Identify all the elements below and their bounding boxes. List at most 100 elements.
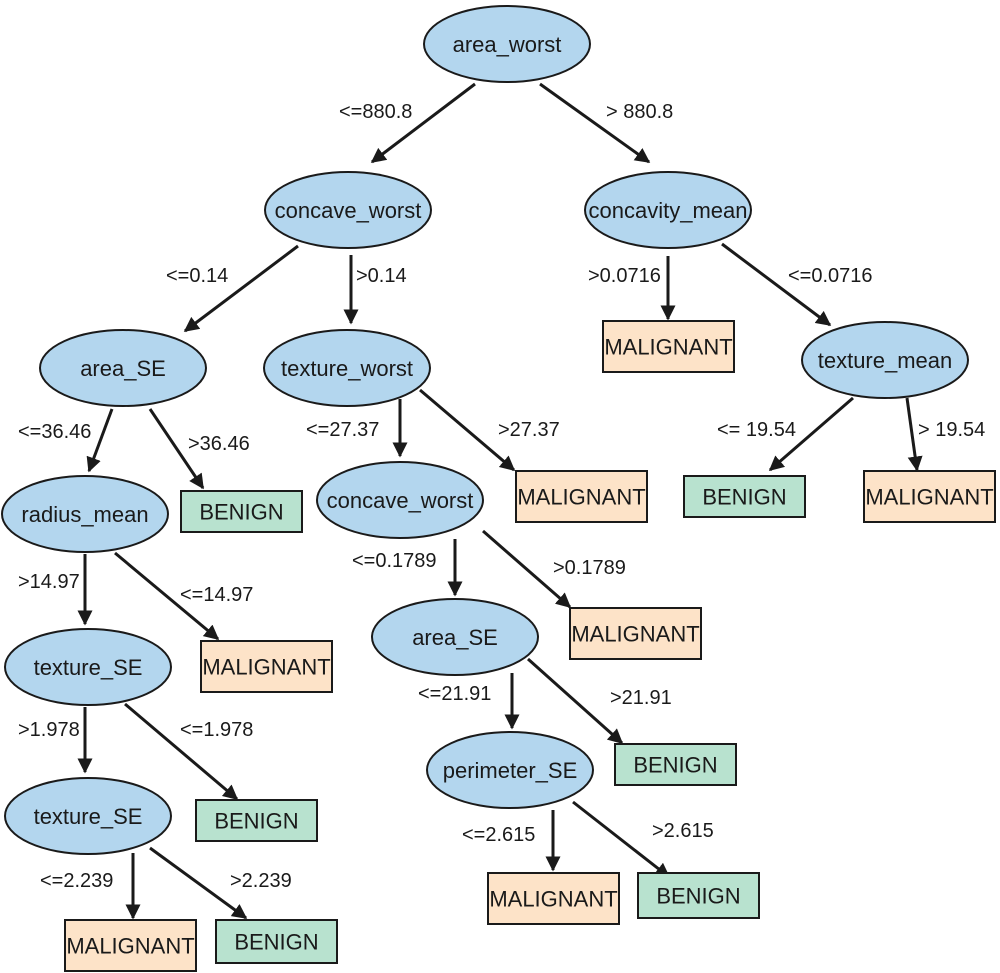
edge-label: >27.37 (498, 419, 560, 441)
decision-node: texture_worst (263, 329, 431, 407)
edges-layer: <=880.8 > 880.8 <=0.14 >0.14 >0.0716 <=0.0716… (18, 82, 985, 920)
decision-node-shape (4, 628, 172, 706)
leaf-box (683, 475, 806, 518)
decision-node: texture_SE (4, 777, 172, 855)
leaf-label: MALIGNANT (517, 485, 645, 510)
leaf-box (200, 640, 333, 693)
edge-arrow (114, 551, 220, 641)
leaf-box (215, 919, 338, 964)
malignant-leaf: MALIGNANT (64, 919, 197, 972)
edge-arrow (768, 396, 854, 472)
decision-node: texture_SE (4, 628, 172, 706)
edge-label: <=880.8 (339, 101, 412, 123)
edge-label: <=21.91 (418, 683, 491, 705)
edge-label: <=1.978 (180, 719, 253, 741)
leaf-box (195, 799, 318, 842)
edge-label: <=0.14 (166, 265, 228, 287)
leaf-box (515, 470, 648, 523)
decision-node-shape (426, 731, 594, 809)
edge-label: >0.1789 (553, 557, 626, 579)
edge-label: >14.97 (18, 571, 80, 593)
leaf-box (637, 872, 760, 919)
benign-leaf: BENIGN (180, 490, 303, 533)
benign-leaf: BENIGN (215, 919, 338, 964)
leaf-box (180, 490, 303, 533)
edge-label: >36.46 (188, 433, 250, 455)
leaf-label: BENIGN (234, 930, 318, 955)
decision-node-shape (4, 777, 172, 855)
benign-leaf: BENIGN (683, 475, 806, 518)
edge-arrow (370, 82, 476, 164)
malignant-leaf: MALIGNANT (487, 872, 620, 925)
leaf-label: BENIGN (633, 753, 717, 778)
edge-label: <=2.239 (40, 870, 113, 892)
decision-node: area_worst (423, 5, 591, 83)
leaf-label: BENIGN (656, 884, 740, 909)
leaf-box (614, 743, 737, 786)
leaf-label: MALIGNANT (604, 335, 732, 360)
leaf-box (487, 872, 620, 925)
edge-arrow (905, 397, 923, 472)
decision-node-shape (316, 461, 484, 539)
nodes-layer: area_worst concave_worst concavity_meanare… (1, 5, 996, 972)
edge-arrow (149, 846, 248, 920)
leaf-label: MALIGNANT (865, 485, 993, 510)
decision-node-label: concave_worst (327, 488, 474, 513)
malignant-leaf: MALIGNANT (200, 640, 333, 693)
edge-label: >0.0716 (588, 265, 661, 287)
edge-label: > 880.8 (606, 101, 673, 123)
edge-label: <=14.97 (180, 584, 253, 606)
decision-node-label: area_SE (412, 625, 498, 650)
decision-node: area_SE (39, 329, 207, 407)
decision-node-shape (39, 329, 207, 407)
edge-arrow (527, 657, 624, 745)
decision-node-label: texture_SE (34, 655, 143, 680)
benign-leaf: BENIGN (637, 872, 760, 919)
decision-node: perimeter_SE (426, 731, 594, 809)
leaf-box (64, 919, 197, 972)
decision-node-label: texture_SE (34, 804, 143, 829)
malignant-leaf: MALIGNANT (602, 320, 735, 373)
edge-label: >1.978 (18, 719, 80, 741)
edge-arrow (86, 408, 114, 473)
edge-arrow (482, 529, 572, 609)
edge-label: <=0.0716 (788, 265, 873, 287)
leaf-label: MALIGNANT (202, 655, 330, 680)
decision-node-label: area_SE (80, 356, 166, 381)
malignant-leaf: MALIGNANT (863, 470, 996, 523)
decision-node-label: perimeter_SE (443, 758, 578, 783)
decision-node-shape (1, 475, 169, 553)
edge-arrow (124, 702, 239, 801)
edge-label: > 19.54 (918, 419, 985, 441)
decision-node: radius_mean (1, 475, 169, 553)
decision-node-label: radius_mean (21, 502, 148, 527)
decision-node-label: texture_worst (281, 356, 413, 381)
decision-node: concave_worst (264, 171, 432, 249)
leaf-label: MALIGNANT (489, 887, 617, 912)
leaf-label: MALIGNANT (66, 934, 194, 959)
edge-label: <=0.1789 (352, 550, 437, 572)
edge-label: <= 19.54 (717, 419, 796, 441)
edge-label: >0.14 (356, 265, 407, 287)
decision-node-shape (423, 5, 591, 83)
leaf-label: BENIGN (214, 809, 298, 834)
leaf-box (863, 470, 996, 523)
decision-node: area_SE (371, 598, 539, 676)
edge-arrow (148, 408, 205, 490)
edge-label: <=36.46 (18, 421, 91, 443)
decision-node-label: concavity_mean (589, 198, 748, 223)
edge-label: <=27.37 (306, 419, 379, 441)
leaf-box (602, 320, 735, 373)
malignant-leaf: MALIGNANT (515, 470, 648, 523)
decision-node: concavity_mean (584, 171, 752, 249)
edge-arrow (572, 800, 671, 879)
decision-node-shape (584, 171, 752, 249)
edge-arrow (721, 242, 832, 327)
leaf-label: BENIGN (702, 485, 786, 510)
decision-node: concave_worst (316, 461, 484, 539)
benign-leaf: BENIGN (195, 799, 318, 842)
malignant-leaf: MALIGNANT (569, 607, 702, 660)
benign-leaf: BENIGN (614, 743, 737, 786)
edge-arrow (419, 388, 516, 472)
decision-node-shape (371, 598, 539, 676)
